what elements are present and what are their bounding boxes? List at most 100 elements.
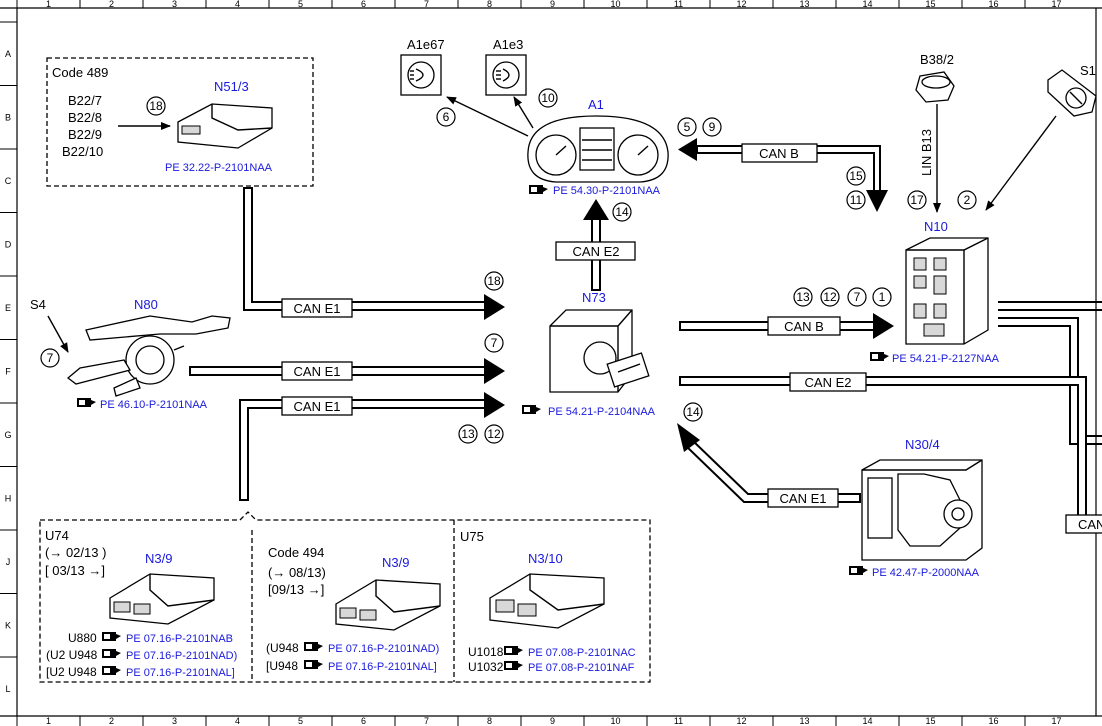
ruler-column-label: 17 bbox=[1051, 716, 1061, 726]
code-489-box bbox=[46, 57, 314, 187]
svg-text:PE 07.16-P-2101NAD): PE 07.16-P-2101NAD) bbox=[126, 650, 237, 662]
marker-10-circle bbox=[538, 88, 558, 108]
ruler-column-label: 17 bbox=[1051, 0, 1061, 9]
a1e3-arrow bbox=[513, 96, 534, 129]
svg-text:PE 07.16-P-2101NAB: PE 07.16-P-2101NAB bbox=[126, 633, 233, 645]
marker-14-n30-circle bbox=[683, 402, 703, 422]
ruler-column-label: 5 bbox=[298, 716, 303, 726]
code-489-title: Code 489 bbox=[52, 65, 108, 80]
marker-12-n73-label: 12 bbox=[487, 427, 501, 441]
svg-text:(U2 U948: (U2 U948 bbox=[46, 648, 98, 662]
u74-ref-row-3: [U2 U948 PE 07.16-P-2101NAL] bbox=[46, 665, 235, 679]
s1-name: S1 bbox=[1080, 63, 1096, 78]
marker-7-s4-label: 7 bbox=[47, 351, 54, 365]
n73-ignition-switch-icon bbox=[549, 309, 650, 393]
marker-1-n10-label: 1 bbox=[879, 290, 886, 304]
input-b22-9: B22/9 bbox=[68, 127, 102, 142]
a1-ref: PE 54.30-P-2101NAA bbox=[529, 185, 661, 197]
ruler-column-label: 10 bbox=[610, 716, 620, 726]
u75-ref-row-1: U1018 PE 07.08-P-2101NAC bbox=[468, 645, 636, 659]
marker-13-n10-circle bbox=[793, 287, 813, 307]
ruler-row-label: J bbox=[6, 557, 11, 567]
b38-2-name: B38/2 bbox=[920, 52, 954, 67]
marker-5-label: 5 bbox=[684, 120, 691, 134]
ruler-row-label: F bbox=[5, 366, 11, 376]
a1-name: A1 bbox=[588, 97, 604, 112]
marker-18-circle bbox=[146, 96, 166, 116]
s1-arrow bbox=[985, 115, 1057, 211]
can-e2-up-bus bbox=[555, 199, 636, 291]
u75-n3-10-name: N3/10 bbox=[528, 551, 563, 566]
ruler-row-label: G bbox=[4, 430, 11, 440]
b38-2-sensor-icon bbox=[915, 71, 955, 103]
n30-4-ref: PE 42.47-P-2000NAA bbox=[849, 566, 980, 579]
ruler-column-label: 14 bbox=[862, 716, 872, 726]
marker-7-s4-circle bbox=[40, 348, 60, 368]
u75-ecu-icon bbox=[489, 573, 605, 629]
input-b22-8: B22/8 bbox=[68, 110, 102, 125]
code-494-date2: [09/13 →] bbox=[268, 582, 324, 597]
ruler-column-label: 8 bbox=[487, 716, 492, 726]
svg-text:PE 54.30-P-2101NAA: PE 54.30-P-2101NAA bbox=[553, 185, 661, 197]
ruler-column-label: 6 bbox=[361, 0, 366, 9]
a1e67-name: A1e67 bbox=[407, 37, 445, 52]
n80-ref: PE 46.10-P-2101NAA bbox=[77, 398, 208, 411]
can-b-top-label: CAN B bbox=[759, 146, 799, 161]
marker-7-n73-label: 7 bbox=[491, 336, 498, 350]
ruler-row-label: L bbox=[5, 684, 10, 694]
marker-14-top-label: 14 bbox=[615, 205, 629, 219]
n80-steering-column-icon bbox=[66, 315, 231, 397]
marker-10-label: 10 bbox=[541, 91, 555, 105]
marker-5-circle bbox=[677, 117, 697, 137]
can-b-right-label: CAN B bbox=[784, 319, 824, 334]
n10-ref: PE 54.21-P-2127NAA bbox=[870, 352, 1000, 365]
ruler-row-label: C bbox=[5, 176, 12, 186]
n10-module-icon bbox=[905, 237, 989, 345]
code-494-n3-9-name: N3/9 bbox=[382, 555, 409, 570]
n73-name: N73 bbox=[582, 290, 606, 305]
marker-14-top-circle bbox=[612, 202, 632, 222]
marker-7-n10-circle bbox=[847, 287, 867, 307]
svg-text:PE 42.47-P-2000NAA: PE 42.47-P-2000NAA bbox=[872, 567, 980, 579]
ruler-column-label: 5 bbox=[298, 0, 303, 9]
s1-switch-icon bbox=[1047, 69, 1097, 117]
ruler-column-label: 16 bbox=[988, 716, 998, 726]
code-494-ref-row-2: [U948 PE 07.16-P-2101NAL] bbox=[266, 659, 437, 673]
marker-12-n10-circle bbox=[820, 287, 840, 307]
svg-text:PE 54.21-P-2127NAA: PE 54.21-P-2127NAA bbox=[892, 353, 1000, 365]
marker-14-n30-label: 14 bbox=[686, 405, 700, 419]
marker-18-n73-circle bbox=[484, 271, 504, 291]
svg-text:PE 54.21-P-2104NAA: PE 54.21-P-2104NAA bbox=[548, 406, 656, 418]
u74-title: U74 bbox=[45, 528, 69, 543]
can-e2-right-bus bbox=[679, 372, 1102, 534]
can-e1-b-bus bbox=[189, 358, 505, 384]
ruler-column-label: 12 bbox=[736, 716, 746, 726]
marker-13-n73-circle bbox=[458, 424, 478, 444]
svg-text:PE 07.16-P-2101NAL]: PE 07.16-P-2101NAL] bbox=[328, 661, 437, 673]
ruler-column-label: 11 bbox=[674, 716, 683, 726]
ruler-column-label: 4 bbox=[235, 716, 240, 726]
marker-12-n10-label: 12 bbox=[823, 290, 837, 304]
ruler-column-label: 7 bbox=[424, 716, 429, 726]
ruler-column-label: 12 bbox=[736, 0, 746, 9]
ruler-row-label: B bbox=[5, 112, 11, 122]
marker-1-n10-circle bbox=[872, 287, 892, 307]
can-e1-n30-label: CAN E1 bbox=[780, 491, 827, 506]
n73-ref: PE 54.21-P-2104NAA bbox=[522, 405, 656, 418]
code-494-ref-row-1: (U948 PE 07.16-P-2101NAD) bbox=[266, 641, 439, 655]
n80-name: N80 bbox=[134, 297, 158, 312]
u75-ref-row-2: U1032 PE 07.08-P-2101NAF bbox=[468, 660, 635, 674]
ruler-column-label: 3 bbox=[172, 716, 177, 726]
ruler-column-label: 4 bbox=[235, 0, 240, 9]
ruler-column-label: 11 bbox=[674, 0, 683, 9]
svg-text:PE 07.08-P-2101NAC: PE 07.08-P-2101NAC bbox=[528, 647, 636, 659]
u74-ecu-icon bbox=[109, 573, 215, 625]
marker-12-n73-circle bbox=[484, 424, 504, 444]
n51-3-name: N51/3 bbox=[214, 79, 249, 94]
marker-9-circle bbox=[702, 117, 722, 137]
can-far-right-label: CAN bbox=[1078, 517, 1102, 532]
